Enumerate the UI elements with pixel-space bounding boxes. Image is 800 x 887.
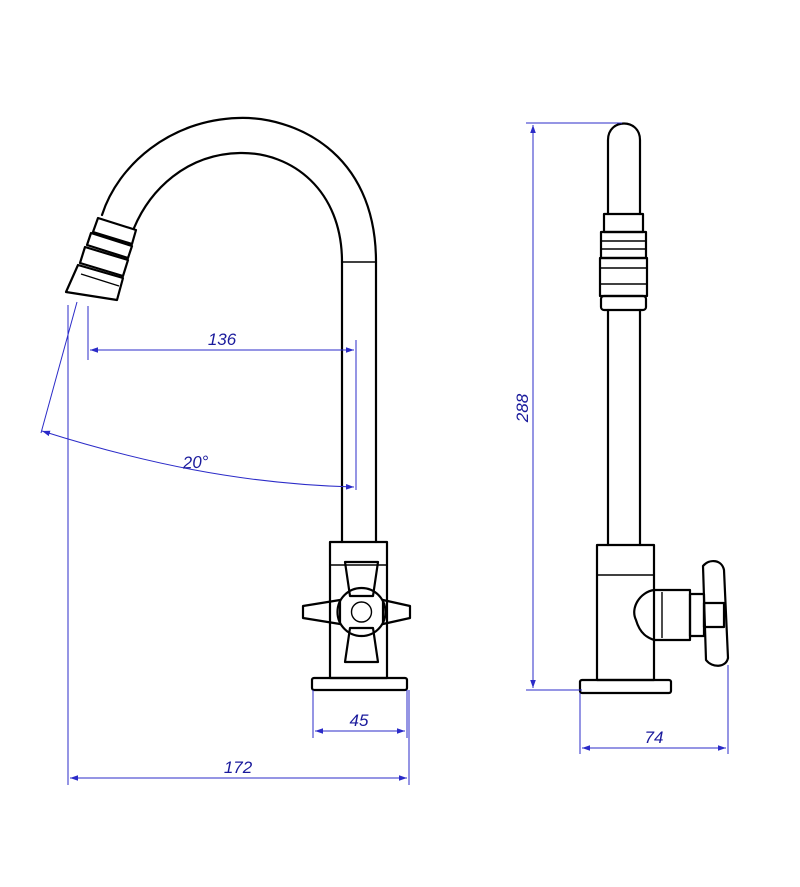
side-aerator <box>598 212 649 312</box>
dim-label-172: 172 <box>224 758 253 777</box>
side-upper-pipe <box>606 122 642 216</box>
front-view <box>64 116 412 692</box>
dim-label-288: 288 <box>513 393 532 423</box>
side-vertical-pipe <box>606 308 642 547</box>
dim-label-136: 136 <box>208 330 237 349</box>
front-body <box>328 540 389 680</box>
side-base-plate <box>578 678 673 695</box>
dim-label-45: 45 <box>350 711 369 730</box>
side-valve-handle <box>633 560 730 667</box>
front-aerator <box>64 216 138 302</box>
front-vertical-pipe <box>340 260 378 544</box>
dim-label-74: 74 <box>645 728 664 747</box>
side-view <box>578 122 730 695</box>
dimension-lines <box>40 122 729 785</box>
dim-arc-20deg <box>41 430 355 490</box>
side-body <box>595 543 656 682</box>
cross-handle <box>301 560 412 664</box>
dimension-labels: 136 20° 45 172 288 74 <box>181 330 663 777</box>
front-base-plate <box>310 676 409 692</box>
dim-label-20deg: 20° <box>181 452 209 472</box>
gooseneck-spout <box>100 116 378 264</box>
